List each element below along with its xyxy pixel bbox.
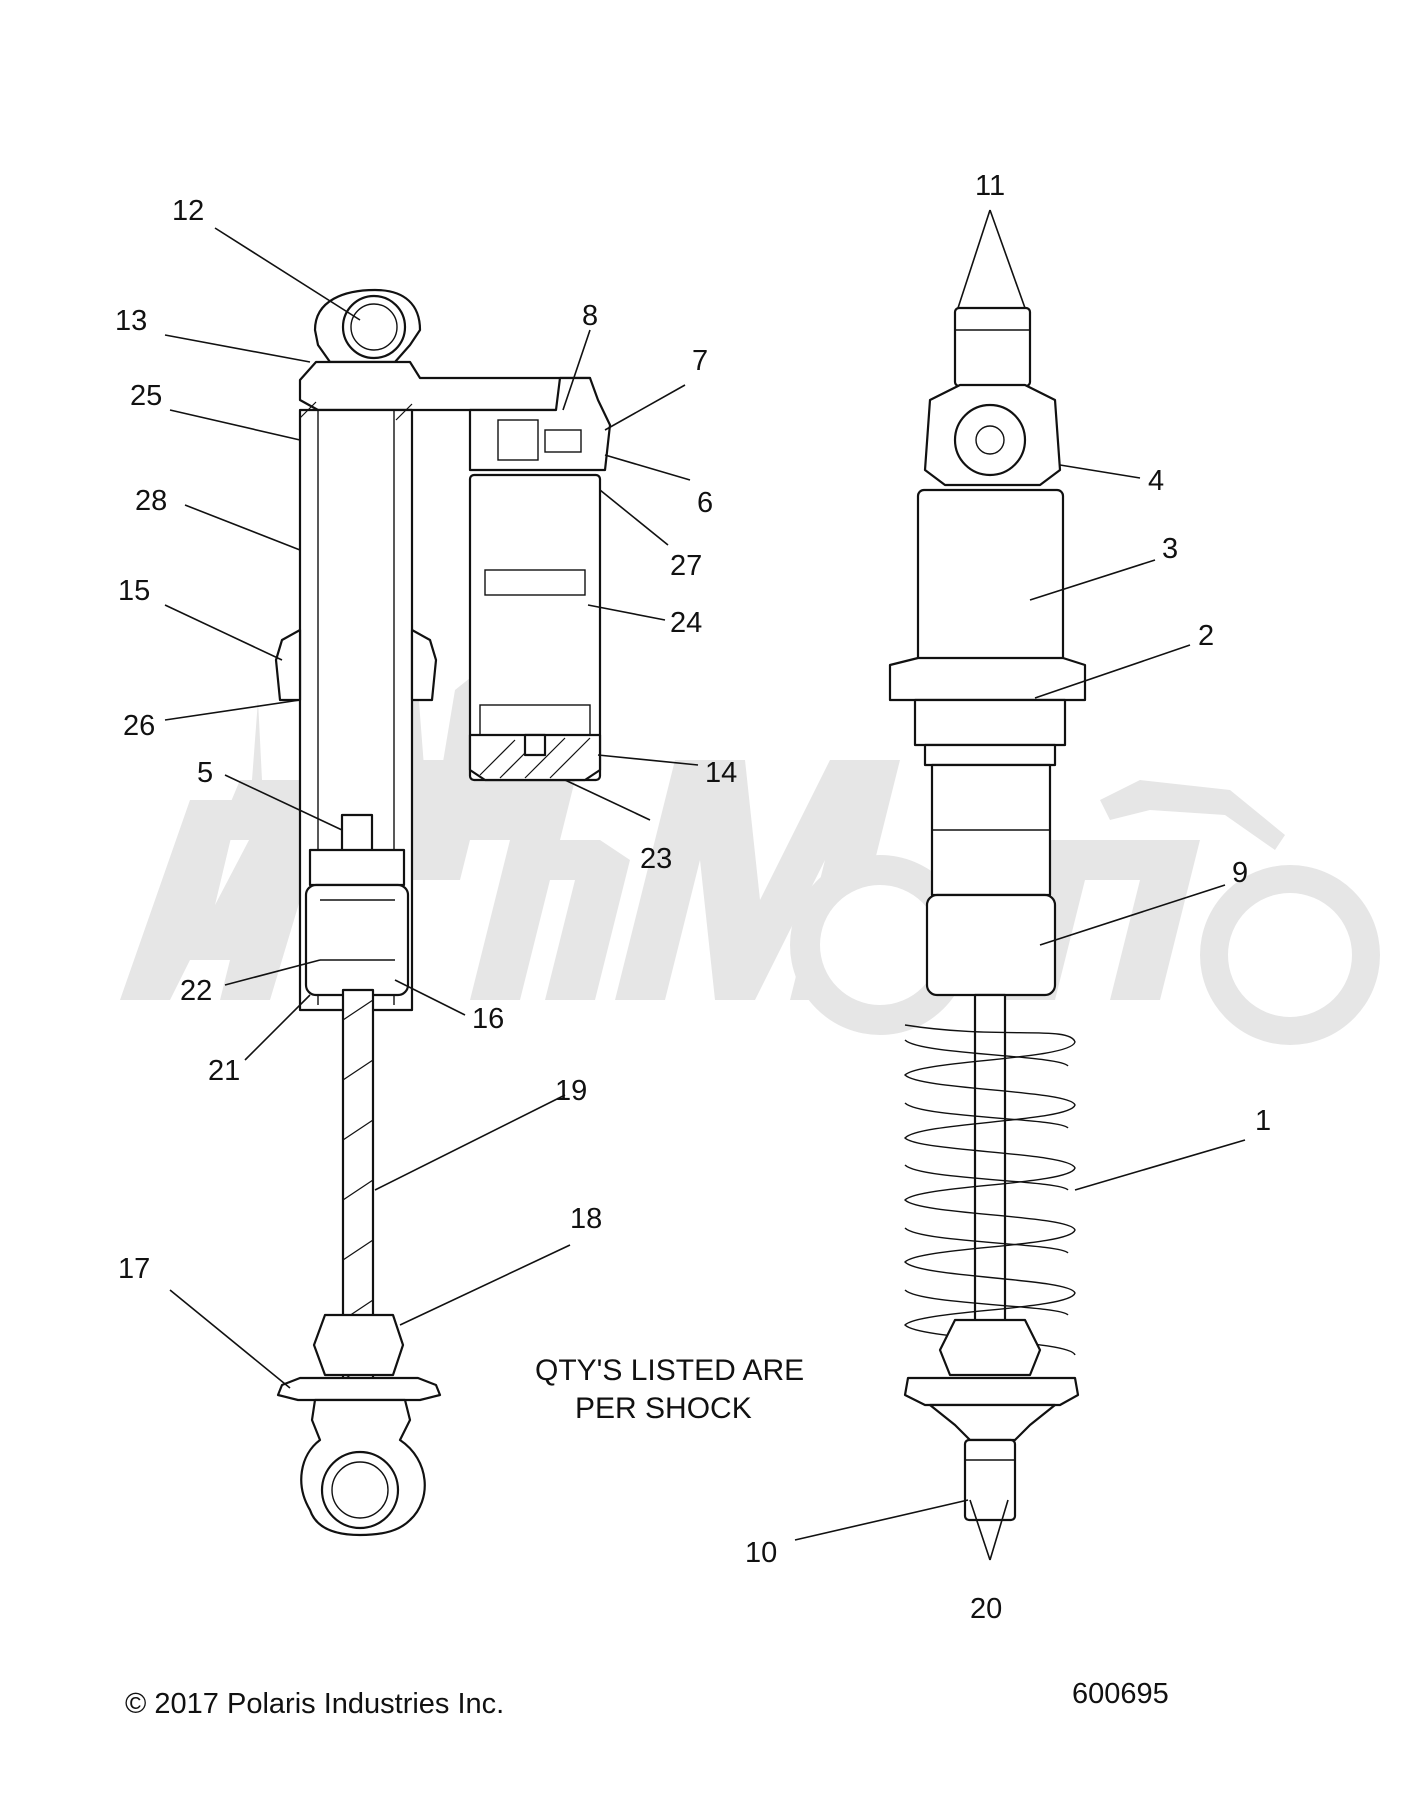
note-line-1: QTY'S LISTED ARE	[535, 1354, 804, 1387]
callout-12: 12	[172, 195, 204, 227]
quantity-note: QTY'S LISTED ARE PER SHOCK	[535, 1354, 804, 1425]
callout-25: 25	[130, 380, 162, 412]
callout-15: 15	[118, 575, 150, 607]
callout-23: 23	[640, 843, 672, 875]
callout-10: 10	[745, 1537, 777, 1569]
callout-6: 6	[697, 487, 713, 519]
callout-19: 19	[555, 1075, 587, 1107]
callout-7: 7	[692, 345, 708, 377]
callout-5: 5	[197, 757, 213, 789]
note-line-2: PER SHOCK	[575, 1392, 752, 1425]
callout-17: 17	[118, 1253, 150, 1285]
callout-18: 18	[570, 1203, 602, 1235]
callout-20: 20	[970, 1593, 1002, 1625]
callout-13: 13	[115, 305, 147, 337]
callout-28: 28	[135, 485, 167, 517]
callout-24: 24	[670, 607, 702, 639]
callout-1: 1	[1255, 1105, 1271, 1137]
right-shock-exterior	[888, 306, 1087, 1522]
callout-4: 4	[1148, 465, 1164, 497]
copyright-text: © 2017 Polaris Industries Inc.	[125, 1688, 504, 1720]
callout-9: 9	[1232, 857, 1248, 889]
left-shock-cutaway	[274, 288, 612, 1537]
callout-8: 8	[582, 300, 598, 332]
coil-spring	[904, 1024, 1076, 1356]
callout-22: 22	[180, 975, 212, 1007]
callout-3: 3	[1162, 533, 1178, 565]
callout-16: 16	[472, 1003, 504, 1035]
callout-2: 2	[1198, 620, 1214, 652]
callout-21: 21	[208, 1055, 240, 1087]
callout-11: 11	[975, 170, 1005, 202]
callout-labels: 12 13 25 28 15 26 5 22 21 16 19 18 17 8 …	[115, 170, 1271, 1625]
diagram-number: 600695	[1072, 1678, 1169, 1710]
leader-lines	[164, 209, 1246, 1561]
callout-26: 26	[123, 710, 155, 742]
callout-27: 27	[670, 550, 702, 582]
callout-14: 14	[705, 757, 737, 789]
